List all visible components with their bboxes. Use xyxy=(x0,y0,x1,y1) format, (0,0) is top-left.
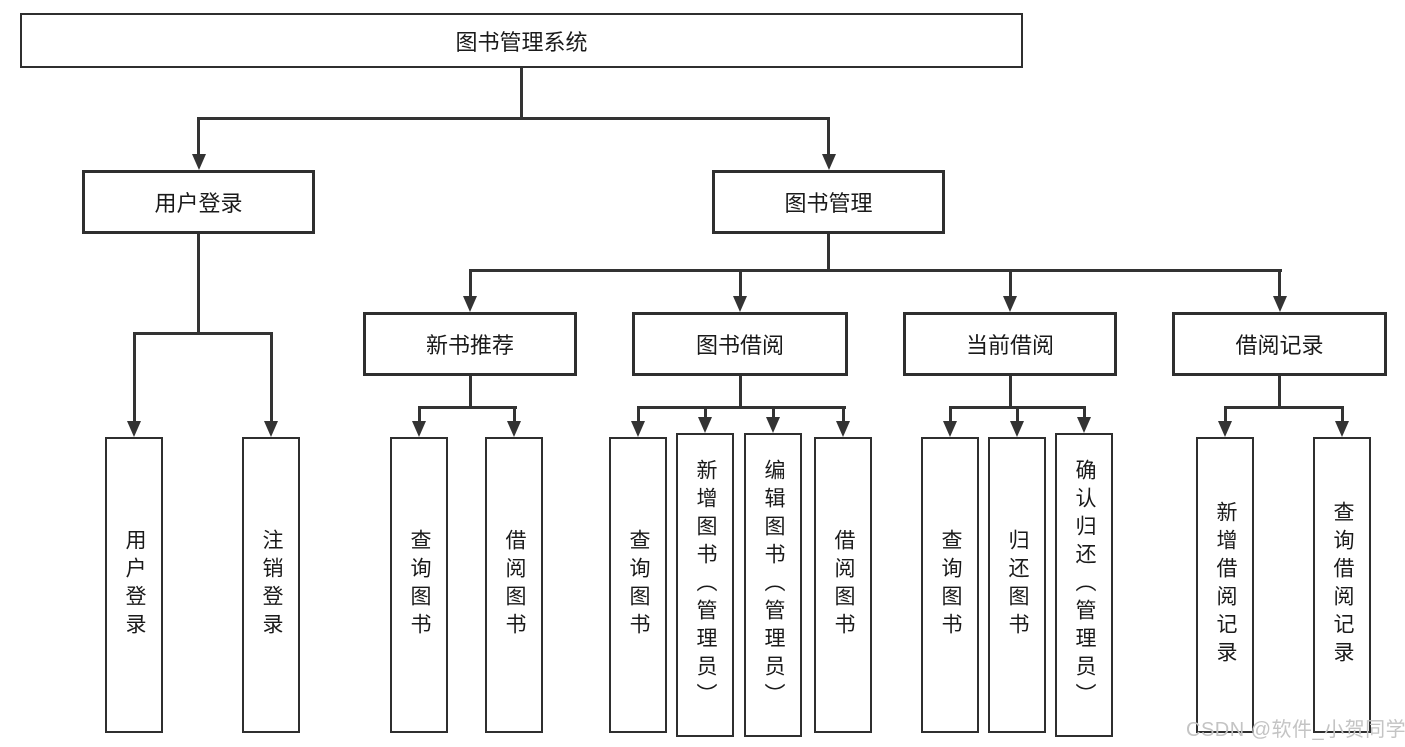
arrow-down-icon xyxy=(733,296,747,312)
arrow-down-icon xyxy=(507,421,521,437)
arrow-down-icon xyxy=(463,296,477,312)
arrow-down-icon xyxy=(836,421,850,437)
leaf-query-borrow-record: 查询借阅记录 xyxy=(1313,437,1371,733)
arrow-down-icon xyxy=(766,417,780,433)
connector-line xyxy=(468,269,472,297)
connector-line xyxy=(1008,269,1012,297)
connector-line xyxy=(636,406,846,409)
arrow-down-icon xyxy=(1003,296,1017,312)
connector-line xyxy=(417,406,517,409)
arrow-down-icon xyxy=(127,421,141,437)
arrow-down-icon xyxy=(191,154,206,170)
connector-line xyxy=(197,117,200,155)
arrow-down-icon xyxy=(698,417,712,433)
csdn-watermark: CSDN @软件_小贺同学 xyxy=(1186,719,1405,741)
connector-line xyxy=(738,376,742,408)
connector-line xyxy=(417,406,421,422)
arrow-down-icon xyxy=(1218,421,1232,437)
connector-line xyxy=(827,234,830,272)
connector-line xyxy=(1015,406,1019,422)
connector-line xyxy=(132,332,273,335)
node-new-book-recommend: 新书推荐 xyxy=(363,312,577,376)
connector-line xyxy=(512,406,516,422)
leaf-confirm-return-admin: 确认归还（管理员） xyxy=(1055,433,1113,737)
connector-line xyxy=(1082,406,1086,418)
leaf-query-books-recommend: 查询图书 xyxy=(390,437,448,733)
connector-line xyxy=(468,376,472,408)
arrow-down-icon xyxy=(1335,421,1349,437)
leaf-add-borrow-record: 新增借阅记录 xyxy=(1196,437,1254,733)
arrow-down-icon xyxy=(1010,421,1024,437)
leaf-borrow-books: 借阅图书 xyxy=(814,437,872,733)
leaf-user-login: 用户登录 xyxy=(105,437,163,733)
node-current-borrow: 当前借阅 xyxy=(903,312,1117,376)
arrow-down-icon xyxy=(412,421,426,437)
connector-line xyxy=(1223,406,1344,409)
arrow-down-icon xyxy=(943,421,957,437)
connector-line xyxy=(771,406,775,418)
leaf-edit-books-admin: 编辑图书（管理员） xyxy=(744,433,802,737)
leaf-logout: 注销登录 xyxy=(242,437,300,733)
leaf-query-books-borrow: 查询图书 xyxy=(609,437,667,733)
connector-line xyxy=(1278,376,1281,408)
arrow-down-icon xyxy=(631,421,645,437)
node-book-management: 图书管理 xyxy=(712,170,945,234)
arrow-down-icon xyxy=(1077,417,1091,433)
connector-line xyxy=(269,332,273,422)
node-user-login: 用户登录 xyxy=(82,170,315,234)
connector-line xyxy=(738,269,742,297)
leaf-add-books-admin: 新增图书（管理员） xyxy=(676,433,734,737)
arrow-down-icon xyxy=(1272,296,1287,312)
connector-line xyxy=(948,406,952,422)
connector-line xyxy=(636,406,640,422)
connector-line xyxy=(468,269,1282,272)
node-root: 图书管理系统 xyxy=(20,13,1023,68)
connector-line xyxy=(1008,376,1012,408)
connector-line xyxy=(827,117,830,155)
arrow-down-icon xyxy=(264,421,278,437)
connector-line xyxy=(132,332,136,422)
connector-line xyxy=(520,68,523,120)
connector-line xyxy=(1223,406,1227,422)
node-borrow-records: 借阅记录 xyxy=(1172,312,1387,376)
connector-line xyxy=(1278,269,1281,297)
leaf-return-books: 归还图书 xyxy=(988,437,1046,733)
node-book-borrow: 图书借阅 xyxy=(632,312,848,376)
leaf-query-books-current: 查询图书 xyxy=(921,437,979,733)
leaf-borrow-books-recommend: 借阅图书 xyxy=(485,437,543,733)
connector-line xyxy=(1340,406,1344,422)
connector-line xyxy=(197,117,830,120)
connector-line xyxy=(841,406,845,422)
connector-line xyxy=(703,406,707,418)
connector-line xyxy=(197,234,200,335)
arrow-down-icon xyxy=(821,154,836,170)
